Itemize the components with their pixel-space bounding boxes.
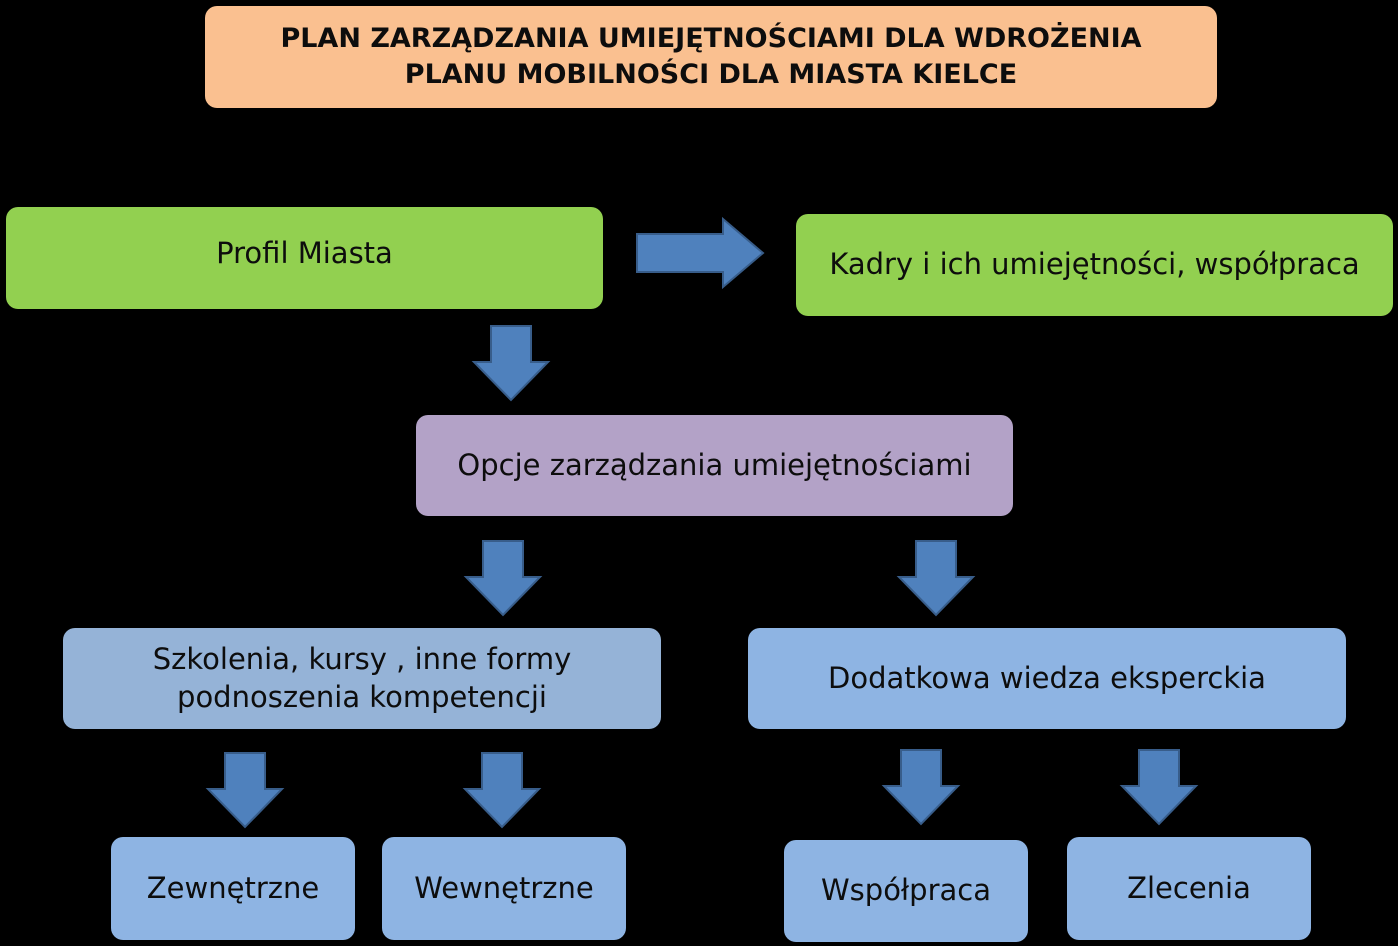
node-external-label: Zewnętrzne: [146, 870, 320, 905]
node-staff-skills-label: Kadry i ich umiejętności, współpraca: [829, 247, 1360, 282]
arrow-down-icon: [205, 752, 285, 829]
node-training-line2: podnoszenia kompetencji: [177, 679, 547, 714]
diagram-title-line1: PLAN ZARZĄDZANIA UMIEJĘTNOŚCIAMI DLA WDR…: [280, 22, 1142, 54]
node-cooperation-label: Współpraca: [821, 873, 991, 908]
node-staff-skills: Kadry i ich umiejętności, współpraca: [796, 214, 1393, 316]
node-external: Zewnętrzne: [111, 837, 355, 940]
node-city-profile-label: Profil Miasta: [216, 236, 393, 271]
node-commissions: Zlecenia: [1067, 837, 1311, 940]
node-expert-knowledge-label: Dodatkowa wiedza eksperckia: [828, 660, 1266, 695]
node-cooperation: Współpraca: [784, 840, 1028, 942]
node-expert-knowledge: Dodatkowa wiedza eksperckia: [748, 628, 1346, 729]
node-training: Szkolenia, kursy , inne formy podnoszeni…: [63, 628, 661, 729]
node-skill-management-options-label: Opcje zarządzania umiejętnościami: [457, 447, 972, 482]
node-commissions-label: Zlecenia: [1127, 870, 1251, 905]
arrow-down-icon: [462, 752, 542, 829]
diagram-title-line2: PLANU MOBILNOŚCI DLA MIASTA KIELCE: [404, 59, 1018, 90]
arrow-down-icon: [881, 749, 961, 826]
node-internal-label: Wewnętrzne: [414, 870, 594, 905]
arrow-down-icon: [896, 540, 976, 617]
arrow-down-icon: [463, 540, 543, 617]
arrow-right-icon: [636, 216, 765, 290]
node-skill-management-options: Opcje zarządzania umiejętnościami: [416, 415, 1013, 516]
arrow-down-icon: [1119, 749, 1199, 826]
node-city-profile: Profil Miasta: [6, 207, 603, 309]
node-training-line1: Szkolenia, kursy , inne formy: [152, 641, 572, 676]
node-internal: Wewnętrzne: [382, 837, 626, 940]
diagram-title: PLAN ZARZĄDZANIA UMIEJĘTNOŚCIAMI DLA WDR…: [205, 6, 1217, 108]
arrow-down-icon: [471, 325, 551, 402]
